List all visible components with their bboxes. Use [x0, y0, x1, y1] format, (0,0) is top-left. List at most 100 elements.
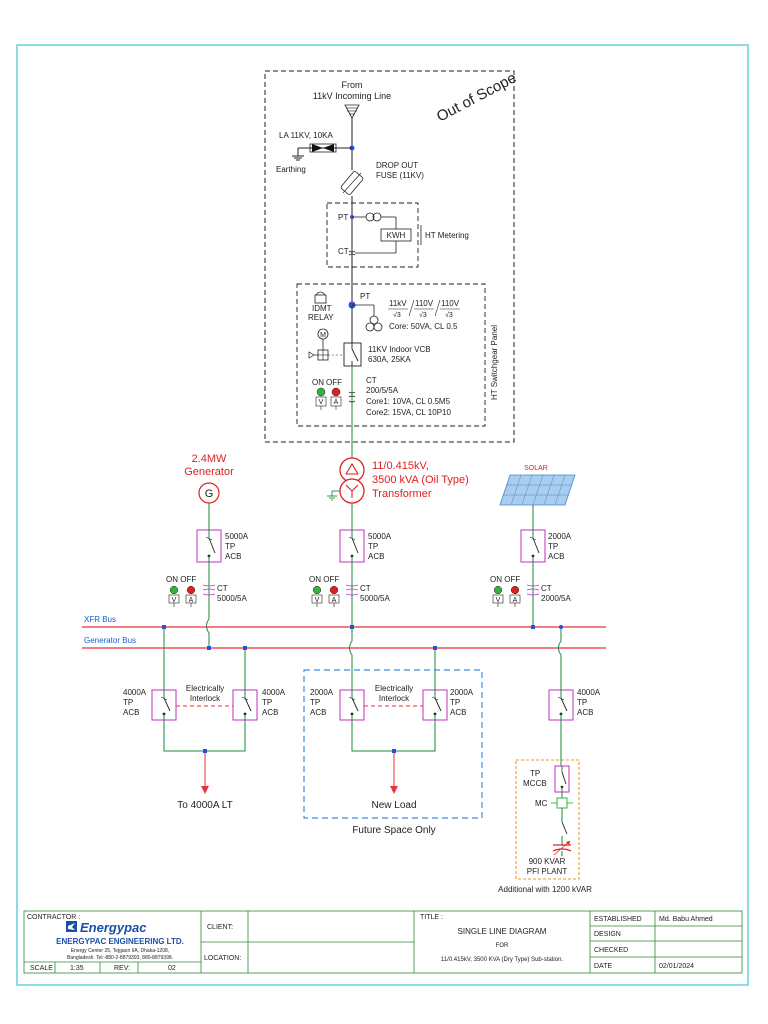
interlock-lt-1: Electrically: [186, 684, 224, 693]
kwh-label: KWH: [387, 231, 406, 240]
acb-top-2-kind: ACB: [368, 552, 384, 561]
acb-lt-2: [232, 689, 258, 721]
switchgear-on-lamp-icon: [316, 387, 341, 397]
date-label: DATE: [594, 963, 612, 970]
mc-label: MC: [535, 799, 548, 808]
acb-bottom-2-type: TP: [262, 698, 272, 707]
switchgear-meters-icon: V A: [315, 396, 342, 410]
pfi-kvar-label: 900 KVAR: [529, 857, 566, 866]
switchgear-ct-label: CT: [366, 376, 377, 385]
interlock-load-1: Electrically: [375, 684, 413, 693]
title-block: [23, 910, 743, 974]
svg-text:V: V: [315, 597, 320, 604]
switchgear-pt-icon: [365, 315, 383, 332]
acb-solar: [520, 529, 546, 563]
acb-bottom-1-type: TP: [123, 698, 133, 707]
brand-name: Energypac: [80, 920, 147, 935]
transformer-icon: [339, 457, 365, 504]
checked-label: CHECKED: [594, 947, 628, 954]
acb-top-3-rating: 2000A: [548, 532, 572, 541]
svg-text:M: M: [320, 332, 326, 339]
title-label: TITLE :: [420, 914, 443, 921]
metering-ct-icon: [348, 250, 356, 256]
lightning-arrester-icon: [309, 143, 337, 153]
dropout-fuse-icon: [340, 171, 364, 195]
earth-icon: [292, 148, 304, 161]
indicators-xfr: ON OFF V A CT 5000/5A: [309, 575, 390, 607]
generator-symbol: G: [205, 488, 214, 500]
acb-bottom-3-type: TP: [310, 698, 320, 707]
dropout-label-2: FUSE (11KV): [376, 171, 424, 180]
earthing-label: Earthing: [276, 165, 306, 174]
vcb-box: [343, 342, 362, 367]
acb-bottom-2-rating: 4000A: [262, 688, 286, 697]
mc-contactor: [556, 797, 568, 809]
switchgear-ct-ratio: 200/5/5A: [366, 386, 399, 395]
pt-core-label: Core: 50VA, CL 0.5: [389, 322, 458, 331]
pt-ratio-1-den: √3: [393, 311, 401, 319]
ht-switchgear-box: [296, 283, 486, 427]
company-name: ENERGYPAC ENGINEERING LTD.: [56, 937, 184, 946]
interlock-load-2: Interlock: [379, 694, 410, 703]
pt-ratio-3-den: √3: [445, 311, 453, 319]
acb-bottom-5-type: TP: [577, 698, 587, 707]
svg-text:ON OFF: ON OFF: [490, 575, 520, 584]
acb-top-2-rating: 5000A: [368, 532, 392, 541]
title-line-3: 11/0.415kV, 3500 KVA (Dry Type) Sub-stat…: [441, 957, 564, 963]
out-of-scope-label: Out of Scope: [434, 69, 519, 125]
incoming-line-icon: [344, 104, 360, 119]
acb-bottom-3-kind: ACB: [310, 708, 326, 717]
transformer-earth-icon: [327, 495, 337, 501]
idmt-relay-icon: [314, 291, 327, 304]
svg-text:ON OFF: ON OFF: [309, 575, 339, 584]
pfi-note-label: Additional with 1200 kVAR: [498, 885, 592, 894]
svg-text:2000/5A: 2000/5A: [541, 594, 571, 603]
acb-pfi: [548, 689, 574, 721]
acb-top-1-kind: ACB: [225, 552, 241, 561]
svg-text:5000/5A: 5000/5A: [360, 594, 390, 603]
pt-ratio-2-den: √3: [419, 311, 427, 319]
acb-top-1-rating: 5000A: [225, 532, 249, 541]
switchgear-off-label: OFF: [326, 378, 342, 387]
svg-text:A: A: [334, 399, 339, 406]
contractor-label: CONTRACTOR :: [27, 914, 80, 921]
indicators-gen: ON OFF V A CT 5000/5A: [166, 575, 247, 607]
acb-load-2: [422, 689, 448, 721]
svg-text:5000/5A: 5000/5A: [217, 594, 247, 603]
future-space-box: [303, 669, 483, 819]
date-value: 02/01/2024: [659, 963, 694, 970]
mccb-label-2: MCCB: [523, 779, 547, 788]
company-address-1: Energy Center 25, Tejgaon I/A, Dhaka-120…: [71, 948, 169, 954]
svg-text:ON OFF: ON OFF: [166, 575, 196, 584]
acb-bottom-4-kind: ACB: [450, 708, 466, 717]
acb-bottom-4-rating: 2000A: [450, 688, 474, 697]
acb-bottom-5-kind: ACB: [577, 708, 593, 717]
design-label: DESIGN: [594, 931, 621, 938]
acb-lt-1: [151, 689, 177, 721]
solar-label: SOLAR: [524, 465, 548, 472]
ht-metering-box: [326, 202, 419, 268]
energypac-logo-icon: [66, 921, 77, 932]
svg-text:CT: CT: [360, 584, 371, 593]
svg-text:V: V: [496, 597, 501, 604]
idmt-label-2: RELAY: [308, 313, 334, 322]
metering-ct-label: CT: [338, 247, 349, 256]
pfi-plant-label: PFI PLANT: [527, 867, 568, 876]
acb-bottom-2-kind: ACB: [262, 708, 278, 717]
svg-text:V: V: [172, 597, 177, 604]
la-label: LA 11KV, 10KA: [279, 131, 333, 140]
drawing-frame: [16, 44, 749, 986]
switchgear-on-label: ON: [312, 378, 324, 387]
switchgear-ct-core2: Core2: 15VA, CL 10P10: [366, 408, 451, 417]
acb-bottom-5-rating: 4000A: [577, 688, 601, 697]
svg-text:A: A: [513, 597, 518, 604]
svg-text:CT: CT: [217, 584, 228, 593]
svg-text:V: V: [319, 399, 324, 406]
title-line-1: SINGLE LINE DIAGRAM: [458, 927, 547, 936]
metering-pt-icon: [365, 212, 382, 222]
transformer-label-3: Transformer: [372, 488, 432, 500]
switchgear-ct-core1: Core1: 10VA, CL 0.5M5: [366, 397, 451, 406]
interlock-lt-2: Interlock: [190, 694, 221, 703]
switchgear-pt-label: PT: [360, 292, 370, 301]
